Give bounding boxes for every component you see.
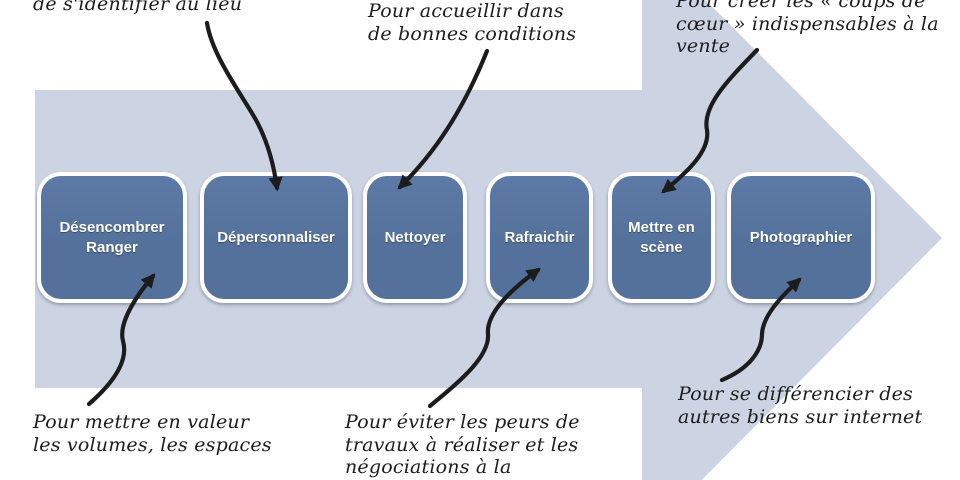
step-label: Photographier <box>749 228 853 246</box>
step-box-mettre-en-scene: Mettre en scène <box>608 172 715 303</box>
step-label: Mettre en scène <box>628 218 695 256</box>
arrow-to-mettre-en-scene-icon <box>661 47 760 194</box>
step-label: Rafraichir <box>504 228 575 246</box>
annotation-bottom-middle: Pour éviter les peurs de travaux à réali… <box>345 411 580 480</box>
annotation-bottom-right: Pour se différencier des autres biens su… <box>678 383 923 428</box>
annotation-top-middle: Pour accueillir dans de bonnes condition… <box>368 0 577 45</box>
step-label: Dépersonnaliser <box>217 228 335 246</box>
step-label: Nettoyer <box>384 228 446 246</box>
step-box-depersonnaliser: Dépersonnaliser <box>200 172 352 303</box>
annotation-bottom-left: Pour mettre en valeur les volumes, les e… <box>33 411 272 456</box>
step-label: Désencombrer Ranger <box>59 218 165 256</box>
arrow-to-depersonnaliser-icon <box>204 20 283 192</box>
annotation-top-right: Pour créer les « coups de cœur » indispe… <box>676 0 939 57</box>
step-box-nettoyer: Nettoyer <box>363 172 467 303</box>
step-box-rafraichir: Rafraichir <box>486 172 593 303</box>
step-box-desencombrer-ranger: Désencombrer Ranger <box>37 172 187 303</box>
annotation-top-left: de s'identifier au lieu <box>33 0 243 15</box>
arrow-to-nettoyer-icon <box>397 48 490 190</box>
step-box-photographier: Photographier <box>727 172 875 303</box>
